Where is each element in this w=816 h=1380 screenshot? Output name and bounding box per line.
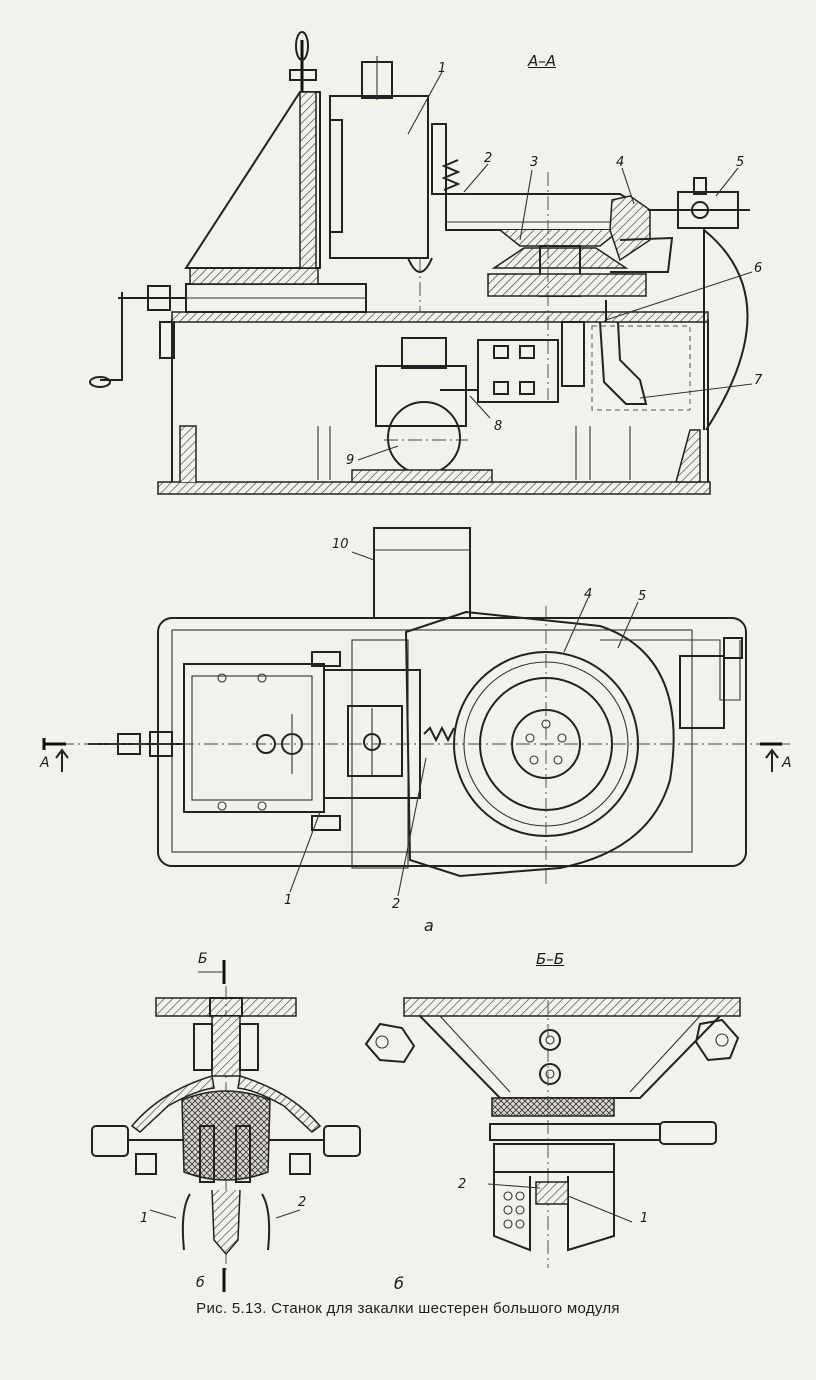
inductor-housing [330,96,428,258]
section-aa-elevation [90,32,750,494]
view-label-b: б [394,1276,404,1292]
plan-limit-block [680,656,724,728]
section-arrow-a-right: А [782,756,792,770]
part-label-2: 2 [484,152,492,165]
right-label-2: 2 [458,1178,466,1191]
section-label-bb: Б–Б [536,952,564,967]
figure-caption: Рис. 5.13. Станок для закалки шестерен б… [0,1300,816,1317]
bb-body [420,1016,720,1098]
base-plate [158,482,710,494]
part-label-3: 3 [530,156,538,169]
plan-spring [424,728,454,740]
transformer-housing [374,528,470,618]
clamp-mechanism [478,340,558,402]
part-label-4: 4 [616,156,624,169]
part-label-1: 1 [438,62,446,75]
bb-bus-bar [490,1124,660,1140]
bb-holes [504,1192,524,1228]
carriage [184,664,324,812]
plan-label-5: 5 [638,590,646,603]
bb-nut-left [366,1024,414,1062]
bb-top-plate [404,998,740,1016]
crank-handle [100,292,122,380]
table-top [172,312,708,322]
section-label-aa: А–А [528,54,556,69]
section-bb-right [366,998,740,1268]
plan-label-2: 2 [392,898,400,911]
plan-label-1: 1 [284,894,292,907]
left-label-2: 2 [298,1196,306,1209]
view-label-a: а [424,918,434,934]
section-arrow-a-left: А [40,756,50,770]
section-arrow-b-top: Б [198,952,208,966]
section-b-left [92,960,360,1292]
quench-ring [610,196,650,260]
part-label-8: 8 [494,420,502,433]
bb-nut-right [696,1020,738,1060]
plan-view [44,528,790,896]
left-label-1: 1 [140,1212,148,1225]
part-label-9: 9 [346,454,354,467]
plan-label-4: 4 [584,588,592,601]
drain-chute [562,322,584,386]
motor [388,402,460,474]
bb-insulator [492,1098,614,1116]
right-label-1: 1 [640,1212,648,1225]
part-label-6: 6 [754,262,762,275]
section-arrow-b-bottom: б [196,1276,205,1290]
part-label-10: 10 [332,538,349,551]
frame-body [172,320,708,482]
inductor-core [182,1091,270,1180]
plan-frame [158,618,746,866]
bb-quench-channel [536,1182,568,1204]
part-label-7: 7 [754,374,762,387]
part-label-5: 5 [736,156,744,169]
side-bolt-right [324,1126,360,1156]
side-bolt-left [92,1126,128,1156]
